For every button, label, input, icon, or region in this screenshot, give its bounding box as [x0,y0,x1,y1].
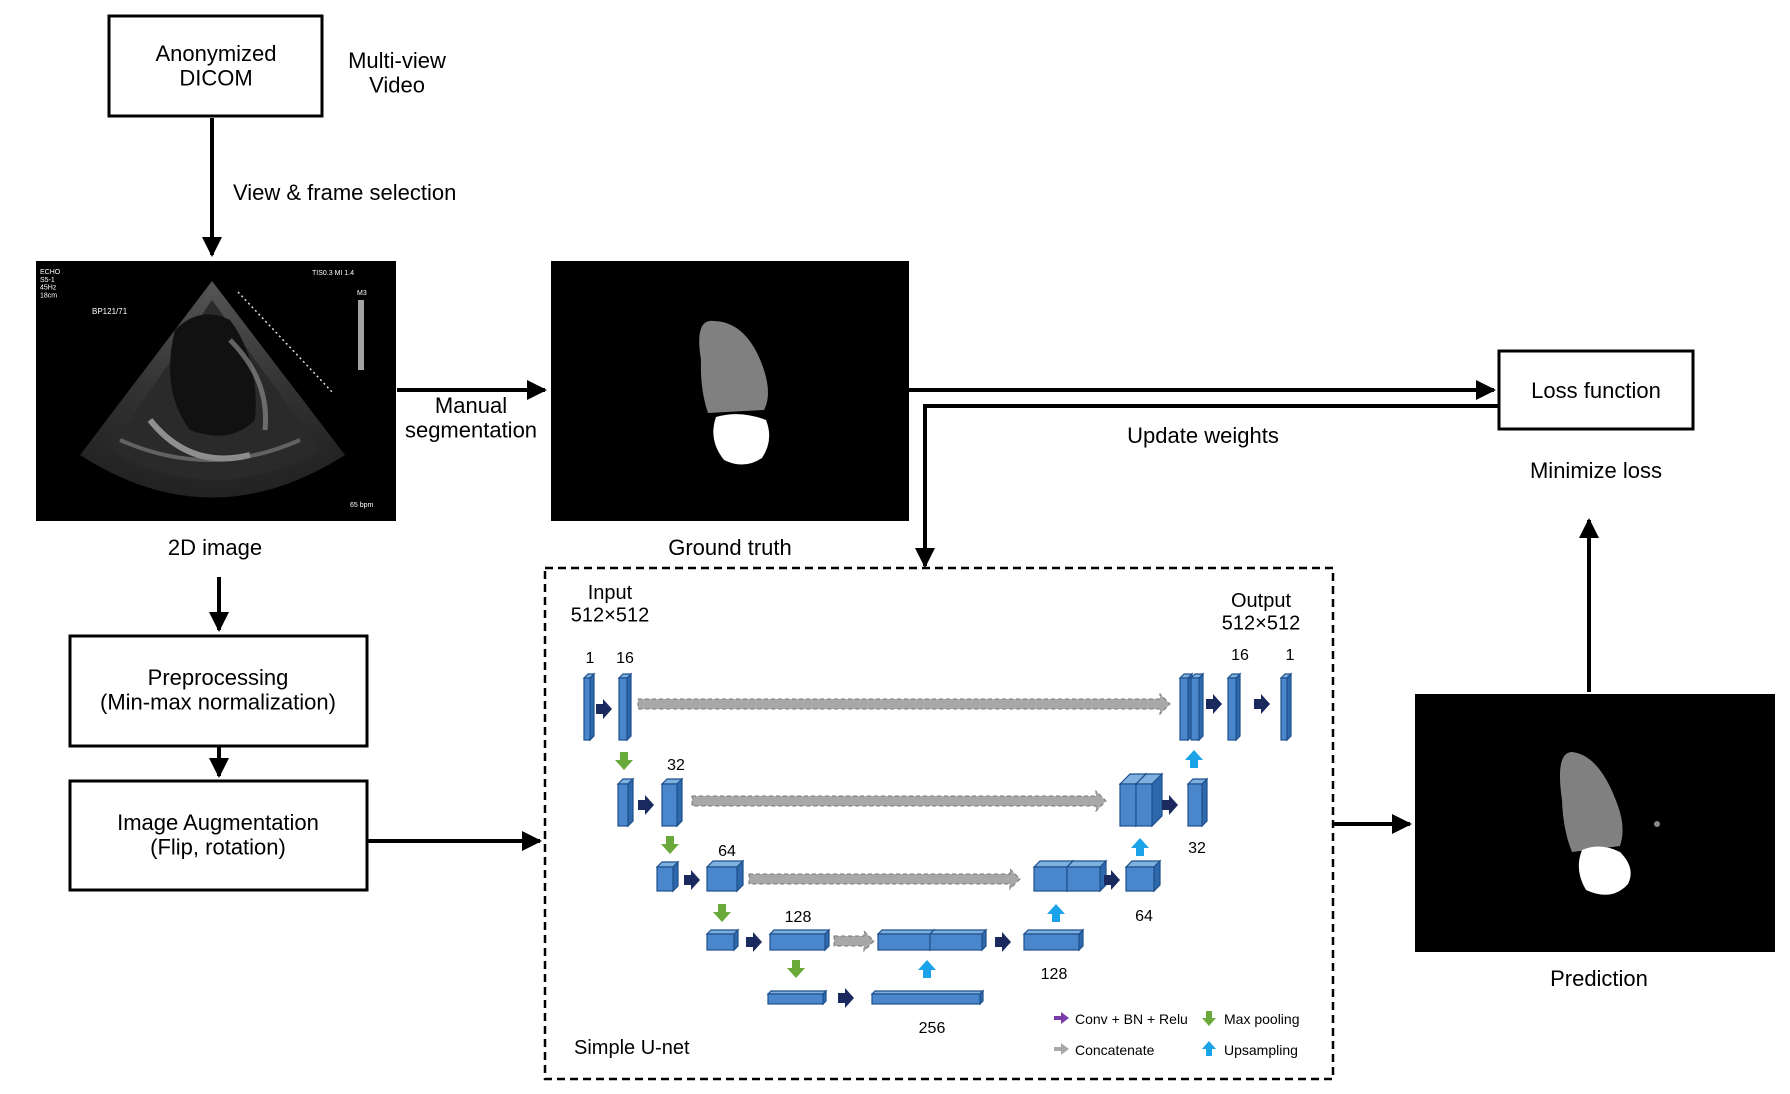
block-in-1 [582,672,596,742]
echo-bpm-text: 65 bpm [350,502,374,509]
conv-arrow-dec4 [995,932,1011,952]
block-dec3-64 [1124,859,1162,893]
upsample-arrow-4 [918,960,936,978]
gt-la-region [713,414,770,465]
concat-arrow-3 [748,867,1021,891]
legend-maxpool-icon [1202,1011,1216,1026]
unet-title: Simple U-net [574,1037,690,1059]
conv-arrow-dec2 [1162,795,1178,815]
block-bottleneck-a [766,989,828,1006]
conv-arrow-dec3 [1104,870,1120,890]
ch-in-1: 1 [586,650,595,667]
ch-out-16: 16 [1231,647,1249,664]
block-dec4-128 [1022,928,1085,952]
block-dec1-16 [1226,672,1242,742]
ch-up-32: 32 [1188,840,1206,857]
ground-truth-image [551,261,909,521]
conv-arrow-5 [838,988,854,1008]
pred-lv-region [1559,752,1623,852]
conv-arrow-1a [596,699,612,719]
block-enc2-a [616,777,635,828]
block-enc2-32 [660,777,684,828]
conv-arrow-2a [638,795,654,815]
concat-arrow-2 [691,789,1107,813]
block-bottleneck-256 [870,989,985,1006]
block-out-1 [1279,672,1293,742]
conv-arrow-3a [684,870,700,890]
ground-truth-label: Ground truth [668,535,792,560]
block-dec2-32 [1186,777,1209,828]
maxpool-arrow-4 [787,960,805,978]
block-dec1-a [1178,672,1194,742]
block-enc4-a [705,928,740,952]
arrow-update-weights [915,404,1499,568]
update-weights-label: Update weights [1127,423,1279,448]
unet-layers [582,672,1293,1008]
block-dec4-b [928,928,988,952]
legend-upsample-icon [1202,1041,1216,1056]
preprocessing-box [68,634,369,748]
augmentation-label: Image Augmentation(Flip, rotation) [117,810,319,860]
minimize-loss-label: Minimize loss [1530,458,1662,483]
gt-lv-region [699,320,768,413]
unet-legend: Conv + BN + Relu Max pooling Concatenate… [1054,1011,1300,1058]
block-enc1-16 [617,672,633,742]
ch-256: 256 [919,1020,946,1037]
legend-concat-label: Concatenate [1075,1042,1155,1058]
block-enc3-a [655,860,680,893]
conv-arrow-4a [746,932,762,952]
upsample-arrow-1 [1185,750,1203,768]
concat-arrow-4 [833,929,875,953]
echo-bp-text: BP121/71 [92,307,128,316]
legend-maxpool-label: Max pooling [1224,1011,1300,1027]
upsample-arrow-3 [1047,904,1065,922]
block-enc3-64 [705,859,745,893]
block-dec4-a [876,928,936,952]
legend-upsample-label: Upsampling [1224,1042,1298,1058]
concat-arrow-1 [637,692,1171,716]
ch-128: 128 [785,909,812,926]
augmentation-box [68,779,369,892]
ch-out-1: 1 [1286,647,1295,664]
view-selection-label: View & frame selection [233,180,456,205]
prediction-label: Prediction [1550,966,1648,991]
ch-up-64: 64 [1135,908,1153,925]
loss-function-box [1497,349,1695,431]
block-dec3-b [1065,859,1108,893]
maxpool-arrow-1 [615,752,633,770]
ch-32: 32 [667,757,685,774]
conv-arrow-dec1b [1254,694,1270,714]
loss-function-label: Loss function [1531,378,1661,403]
ch-in-16: 16 [616,650,634,667]
echo-tis-text: TIS0.3 MI 1.4 [312,270,354,277]
block-enc4-128 [768,928,831,952]
echo-m3-text: M3 [357,290,367,297]
pred-la-region [1578,846,1631,895]
upsample-arrow-2 [1131,838,1149,856]
legend-conv-label: Conv + BN + Relu [1075,1011,1188,1027]
legend-concat-icon [1054,1043,1069,1055]
preprocessing-label: Preprocessing(Min-max normalization) [100,665,336,715]
pred-artifact-dot [1654,821,1660,827]
maxpool-arrow-3 [713,904,731,922]
legend-conv-icon [1054,1012,1069,1024]
dicom-box [107,14,324,118]
ch-up-128: 128 [1041,966,1068,983]
image-2d-label: 2D image [168,535,262,560]
prediction-image [1415,694,1775,952]
block-dec2-b [1134,772,1164,828]
maxpool-arrow-2 [661,836,679,854]
conv-arrow-dec1a [1206,694,1222,714]
ch-64: 64 [718,843,736,860]
block-dec1-b [1189,672,1205,742]
